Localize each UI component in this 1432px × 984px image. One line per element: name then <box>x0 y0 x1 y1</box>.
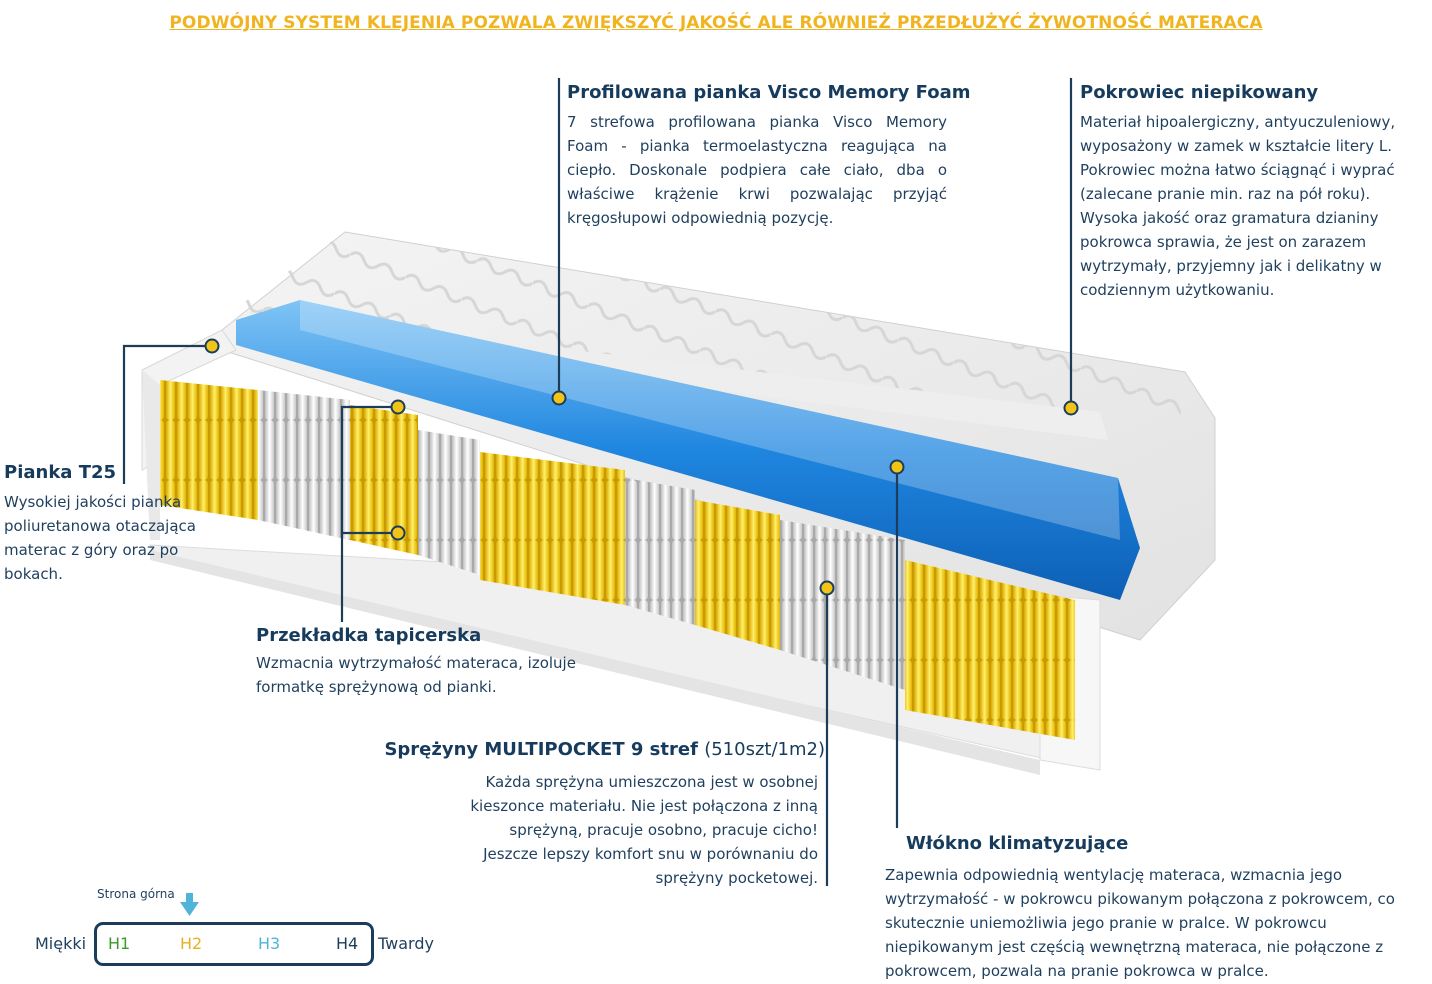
insulator-text: Wzmacnia wytrzymałość materaca, izoluje … <box>256 654 576 696</box>
springs-title: Sprężyny MULTIPOCKET 9 stref <box>384 739 698 760</box>
headline: PODWÓJNY SYSTEM KLEJENIA POZWALA ZWIĘKSZ… <box>169 13 1263 33</box>
firmness-h3: H3 <box>258 934 281 953</box>
firmness-scale <box>94 922 374 966</box>
t25-title: Pianka T25 <box>4 462 117 483</box>
fiber-text: Zapewnia odpowiednią wentylację materaca… <box>885 866 1395 980</box>
cover-text: Materiał hipoalergiczny, antyuczuleniowy… <box>1080 113 1396 299</box>
firmness-h2: H2 <box>180 934 203 953</box>
visco-text: 7 strefowa profilowana pianka Visco Memo… <box>567 113 947 227</box>
visco-title: Profilowana pianka Visco Memory Foam <box>567 82 971 103</box>
firmness-h1: H1 <box>108 934 131 953</box>
top-side-arrow-icon <box>180 893 199 916</box>
insulator-title: Przekładka tapicerska <box>256 625 482 646</box>
cover-title: Pokrowiec niepikowany <box>1080 82 1319 103</box>
top-side-label: Strona górna <box>97 887 175 901</box>
springs-title-row: Sprężyny MULTIPOCKET 9 stref (510szt/1m2… <box>380 739 825 760</box>
fiber-title: Włókno klimatyzujące <box>906 833 1129 854</box>
t25-text: Wysokiej jakości pianka poliuretanowa ot… <box>4 493 196 583</box>
spring-zones <box>160 380 1075 740</box>
firmness-h4: H4 <box>336 934 359 953</box>
soft-label: Miękki <box>35 934 87 953</box>
hard-label: Twardy <box>378 934 434 953</box>
springs-title-suffix: (510szt/1m2) <box>704 739 825 760</box>
springs-text: Każda sprężyna umieszczona jest w osobne… <box>470 773 818 887</box>
